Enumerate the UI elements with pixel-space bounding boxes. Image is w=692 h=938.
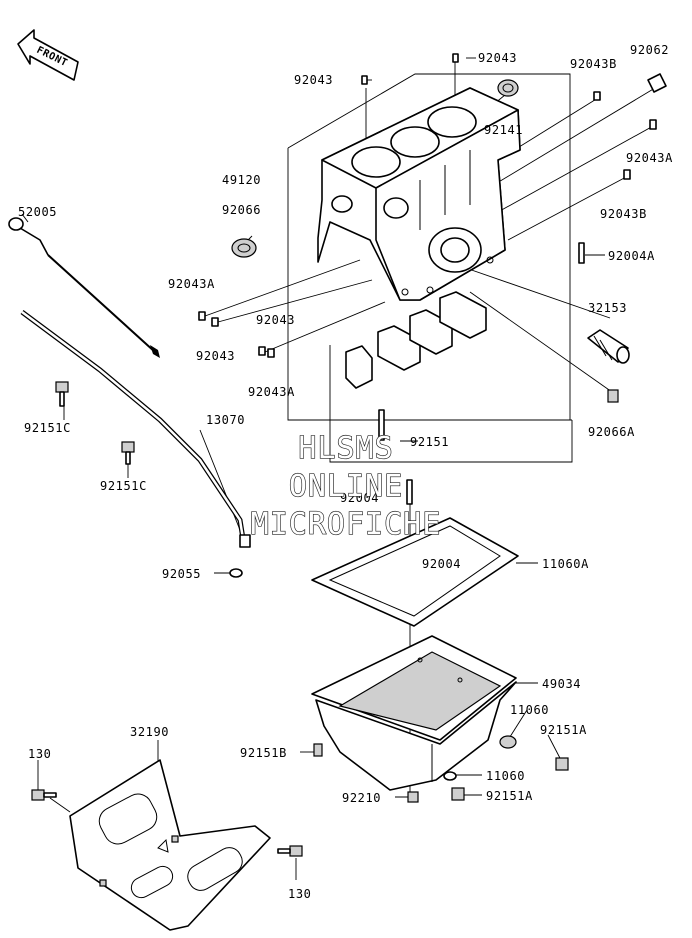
bolt-92151C-a xyxy=(55,381,69,407)
part-label: 92043 xyxy=(294,73,333,87)
pipe-32153 xyxy=(587,329,630,364)
part-label: 92151 xyxy=(410,435,449,449)
part-label: 49034 xyxy=(542,677,581,691)
cylinder-block xyxy=(317,87,521,301)
drain-plug-92151A-b xyxy=(451,787,465,801)
part-label: 11060 xyxy=(486,769,525,783)
part-label: 92055 xyxy=(162,567,201,581)
part-label: 92043A xyxy=(168,277,215,291)
oil-pan xyxy=(311,635,517,791)
part-label: 32190 xyxy=(130,725,169,739)
part-label: 92043 xyxy=(196,349,235,363)
part-label: 92151C xyxy=(24,421,71,435)
watermark-line: ONLINE xyxy=(289,469,403,504)
oil-pan-gasket xyxy=(311,517,519,627)
plug-92066A xyxy=(607,389,619,403)
watermark-line: HLSMS xyxy=(298,431,393,466)
part-label: 49120 xyxy=(222,173,261,187)
part-label: 92043B xyxy=(570,57,617,71)
part-label: 13070 xyxy=(206,413,245,427)
watermark-line: MICROFICHE xyxy=(251,507,442,542)
part-label: 92062 xyxy=(630,43,669,57)
part-label: 92004 xyxy=(422,557,461,571)
part-label: 92066 xyxy=(222,203,261,217)
part-label: 11060 xyxy=(510,703,549,717)
part-labels: 92043 92043 92043B 92062 92141 49120 920… xyxy=(18,43,673,901)
part-label: 92043A xyxy=(626,151,673,165)
dipstick-52005 xyxy=(8,217,160,358)
part-label: 92004 xyxy=(340,491,379,505)
bolt-130-b xyxy=(277,845,303,857)
part-label: 92043B xyxy=(600,207,647,221)
part-label: 92151B xyxy=(240,746,287,760)
part-label: 92151A xyxy=(486,789,533,803)
bearing-caps xyxy=(345,291,487,389)
part-label: 92004A xyxy=(608,249,655,263)
part-label: 92043 xyxy=(478,51,517,65)
part-label: 92141 xyxy=(484,123,523,137)
part-label: 92066A xyxy=(588,425,635,439)
part-label: 92151C xyxy=(100,479,147,493)
dipstick-tube-13070 xyxy=(20,309,251,578)
part-label: 92151A xyxy=(540,723,587,737)
part-label: 32153 xyxy=(588,301,627,315)
washer-11060-b xyxy=(443,771,457,781)
plug-92062 xyxy=(647,73,667,93)
part-label: 92043A xyxy=(248,385,295,399)
drain-plug-92151A-a xyxy=(555,757,569,771)
bolt-92151B xyxy=(313,743,323,757)
watermark: HLSMS ONLINE MICROFICHE xyxy=(250,430,442,542)
part-label: 92210 xyxy=(342,791,381,805)
oil-seal-92066 xyxy=(231,238,257,258)
part-label: 130 xyxy=(288,887,311,901)
part-label: 11060A xyxy=(542,557,589,571)
front-arrow-icon: FRONT xyxy=(17,29,79,81)
part-label: 92043 xyxy=(256,313,295,327)
oil-seal-92141 xyxy=(497,79,519,97)
guard-plate-32190 xyxy=(69,759,271,931)
washer-11060-a xyxy=(499,735,517,749)
bolt-92151C-b xyxy=(121,441,135,465)
part-label: 52005 xyxy=(18,205,57,219)
part-label: 130 xyxy=(28,747,51,761)
nut-92210 xyxy=(407,791,419,803)
bolt-130-a xyxy=(31,789,57,801)
dowel-pins xyxy=(198,53,657,358)
